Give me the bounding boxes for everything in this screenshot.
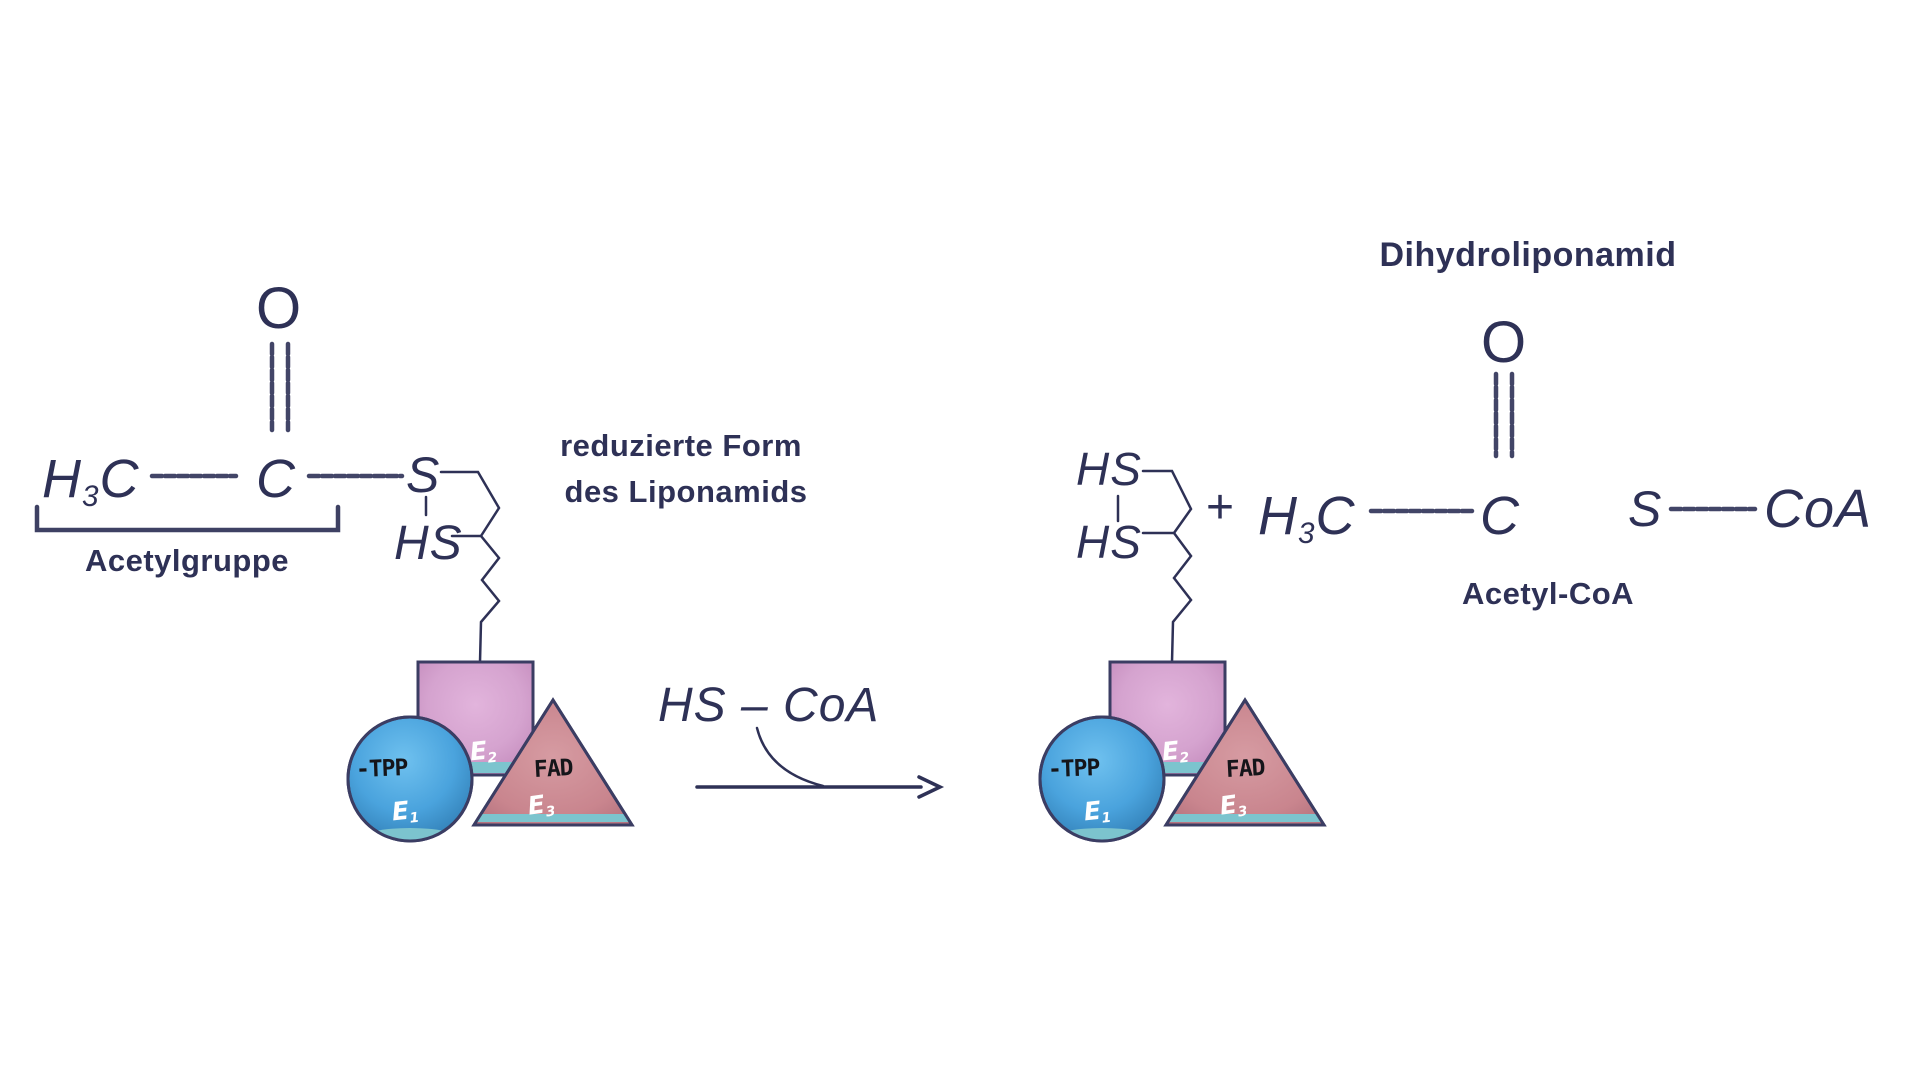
fad-label-right: FAD [1225,755,1266,783]
left-arm-lower-zigzag [450,534,501,664]
e3-triangle-teal-strip [475,814,631,822]
e1-label-right: E1 [1082,795,1113,827]
right-methyl-group: H3C [1258,486,1356,550]
hs-coa-cofactor-label: HS – CoA [658,679,880,732]
acetyl-coa-label: Acetyl-CoA [1461,576,1635,611]
e2-square-right-teal-strip [1113,762,1222,773]
e3-label-right: E3 [1217,789,1249,821]
left-molecule-bonds [34,341,501,664]
left-methyl-group: H3C [42,449,140,513]
e1-circle-teal-rim [362,828,458,841]
left-thiol: HS [394,517,463,570]
right-arm-lower-zigzag [1141,531,1193,664]
coa-label: CoA [1764,479,1873,539]
left-carbonyl-oxygen: O [256,276,303,341]
fad-label: FAD [533,755,574,783]
left-arm-upper-zigzag [439,470,501,538]
right-arm-upper-zigzag [1141,469,1193,535]
e2-square-teal-strip [421,762,530,773]
lipoamide-caption-line2: des Liponamids [564,474,808,509]
e3-label: E3 [525,789,557,821]
right-carbonyl-carbon: C [1480,486,1520,546]
left-enzyme-complex [346,660,635,843]
right-thiol-bottom: HS [1076,516,1142,568]
right-enzyme-complex [1038,660,1327,843]
tpp-label-right: -TPP [1047,755,1100,783]
right-thiol-top: HS [1076,443,1142,495]
left-sulfur: S [406,447,441,503]
arrow-head [917,775,945,799]
right-carbonyl-oxygen: O [1481,310,1528,375]
cofactor-entry-curve [755,726,825,788]
e2-label: E2 [468,735,499,767]
right-sulfur: S [1628,481,1663,537]
dihydroliponamid-title: Dihydroliponamid [1379,236,1677,274]
tpp-label: -TPP [355,755,408,783]
plus-sign: + [1206,481,1236,534]
lipoamide-caption-line1: reduzierte Form [560,428,802,463]
e1-circle-border [346,715,474,843]
e1-label: E1 [390,795,421,827]
reaction-arrow [695,726,945,799]
e3-triangle-border [471,697,635,827]
e1-circle-right-border [1038,715,1166,843]
acetyl-bracket [34,504,341,533]
e3-triangle-right-teal-strip [1167,814,1323,822]
e3-triangle-right-border [1163,697,1327,827]
e1-circle-right-teal-rim [1054,828,1150,841]
left-carbonyl-carbon: C [256,449,296,509]
acetyl-group-label: Acetylgruppe [84,543,290,578]
right-molecule-bonds [1116,371,1758,664]
e2-label-right: E2 [1160,735,1191,767]
